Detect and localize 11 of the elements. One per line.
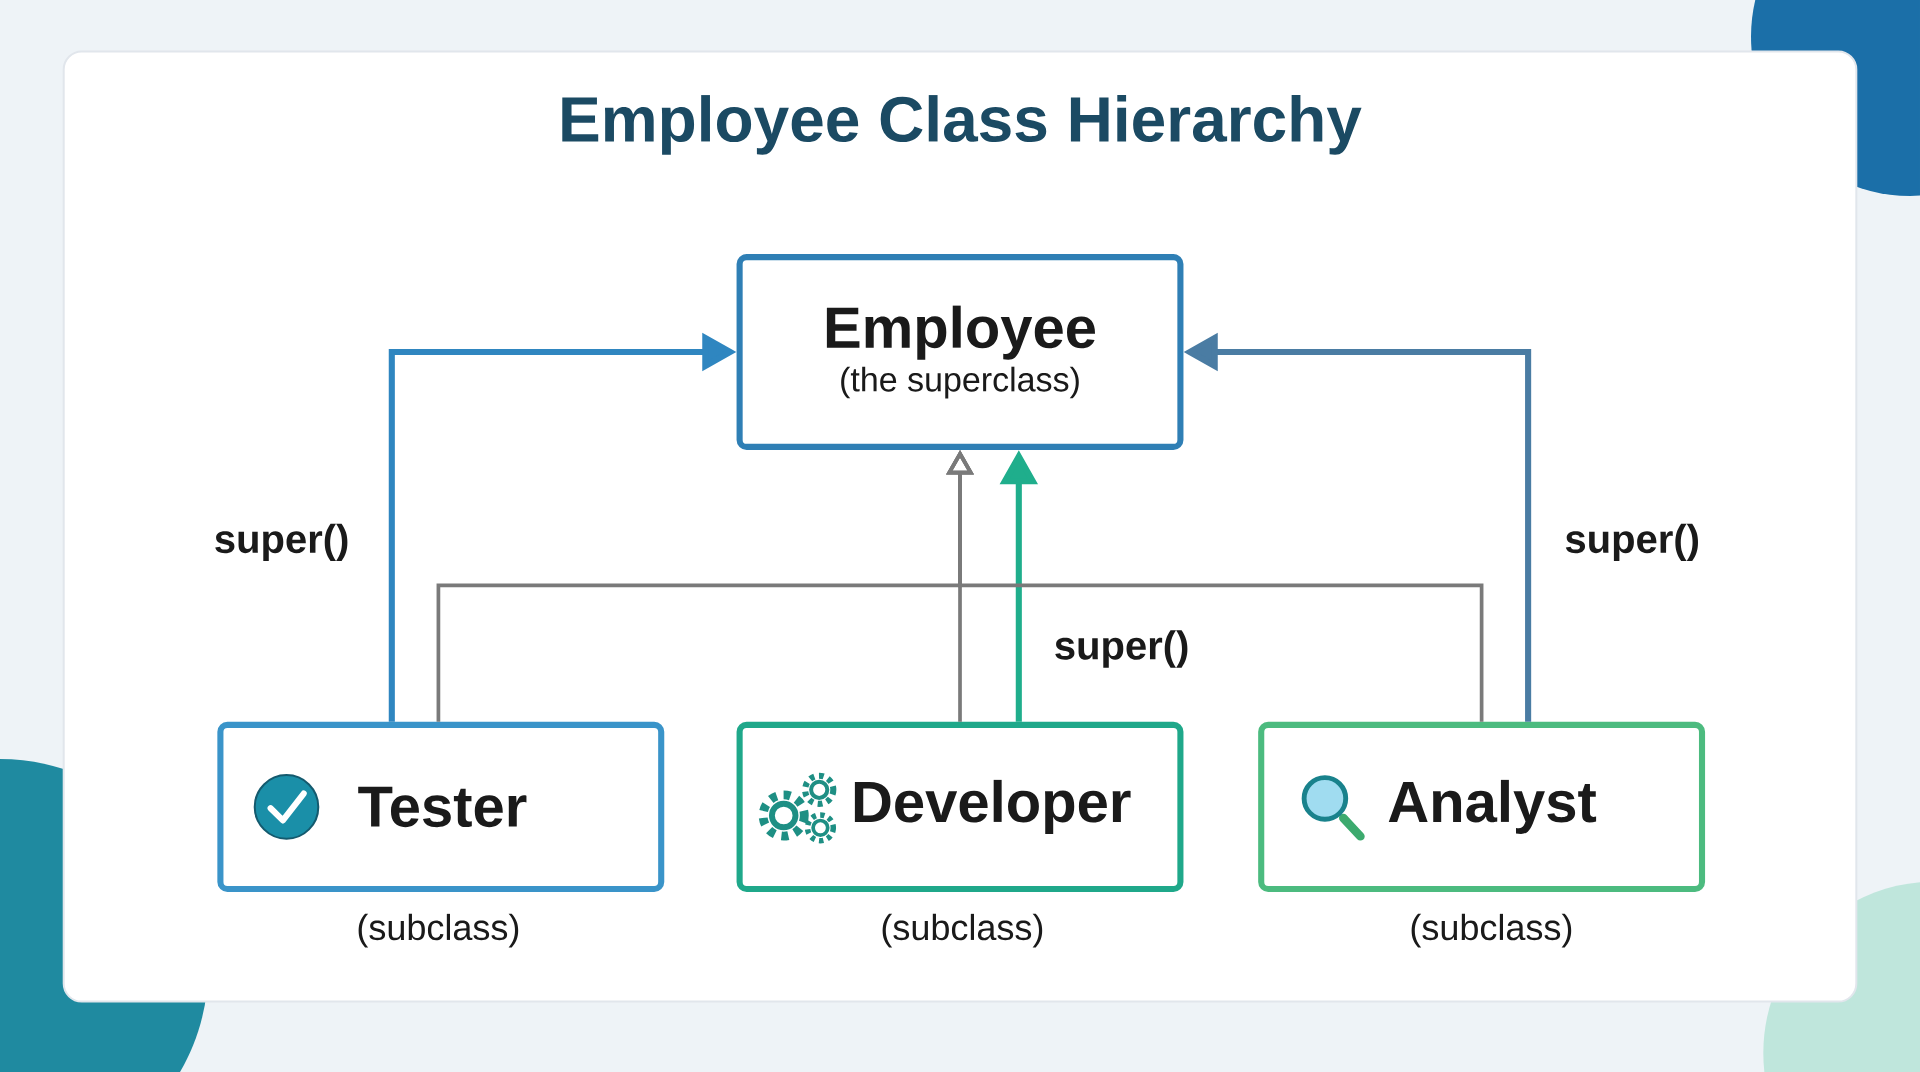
edge-label: super() xyxy=(1055,630,1188,668)
node-label: (subclass) xyxy=(358,913,519,948)
title: Employee Class Hierarchy xyxy=(562,95,1362,155)
node-label: (subclass) xyxy=(1411,913,1572,948)
edge-label: super() xyxy=(215,523,348,562)
class-box: Developer xyxy=(736,721,1184,892)
node-label: (subclass) xyxy=(882,913,1043,948)
class-box: Employee (the superclass) xyxy=(736,254,1184,450)
class-box: Analyst xyxy=(1258,721,1706,892)
edge-label: super() xyxy=(1565,523,1698,562)
class-box: Tester xyxy=(217,721,665,892)
